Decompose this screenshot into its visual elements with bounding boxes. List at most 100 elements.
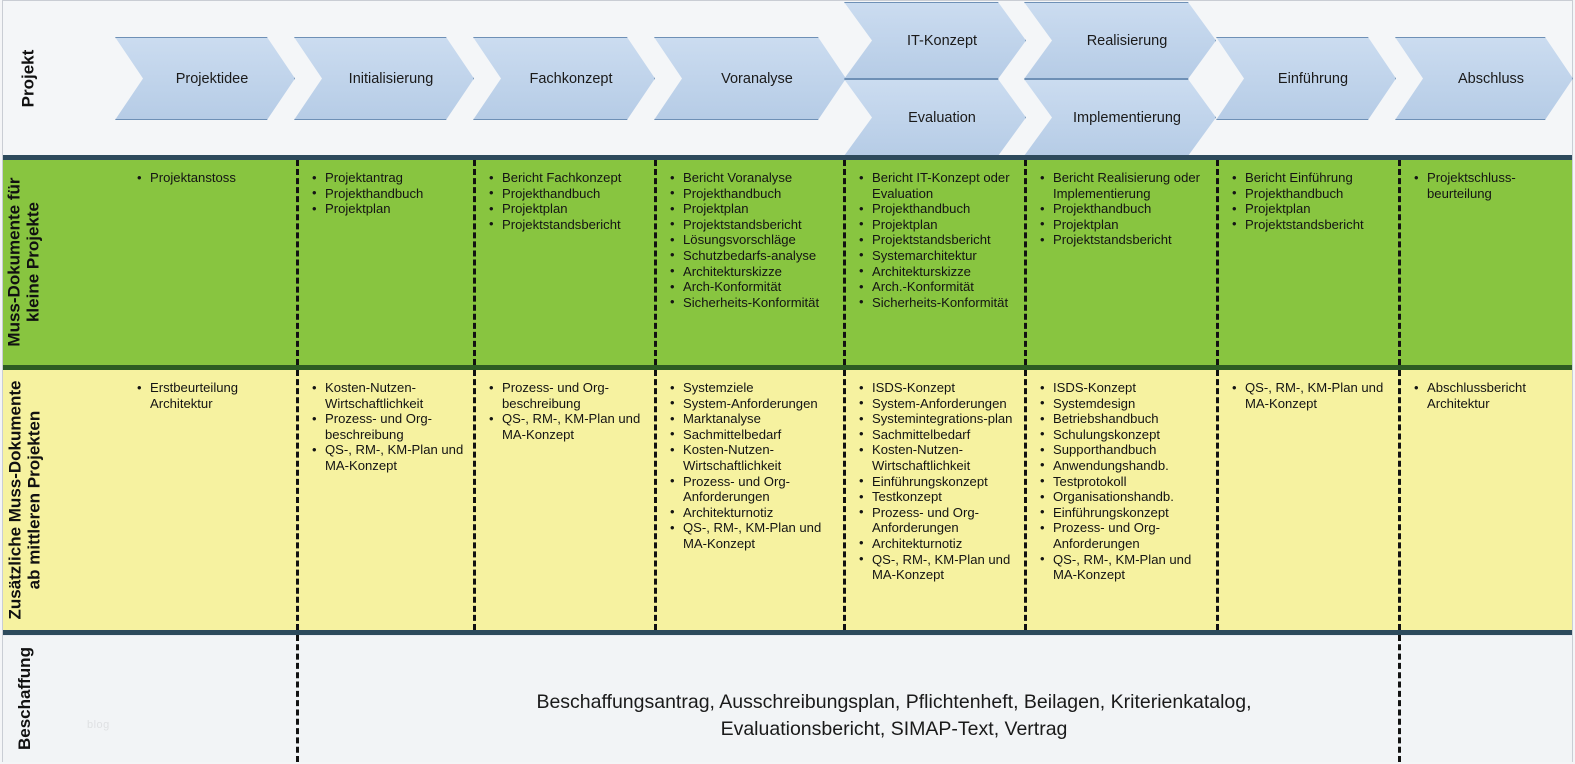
doc-list-item: Systemarchitektur [857, 247, 1018, 264]
column-separator [296, 160, 299, 365]
yellow-col-voranalyse: SystemzieleSystem-AnforderungenMarktanal… [660, 370, 843, 630]
doc-list-item: Bericht Realisierung oder Implementierun… [1038, 169, 1210, 201]
column-separator [654, 370, 657, 630]
doc-list-item: Projektplan [1038, 216, 1210, 233]
beschaffung-row-body: blog Beschaffungsantrag, Ausschreibungsp… [49, 635, 1572, 762]
doc-list: ProjektantragProjekthandbuchProjektplan [310, 170, 467, 217]
green-col-fachkonzept: Bericht FachkonzeptProjekthandbuchProjek… [479, 160, 654, 365]
yellow-col-abschluss: Abschlussbericht Architektur [1404, 370, 1572, 630]
phase-chevron-einfuehrung-label: Einführung [1277, 70, 1349, 87]
doc-list-item: QS-, RM-, KM-Plan und MA-Konzept [310, 442, 467, 473]
phase-chevron-projektidee[interactable]: Projektidee [115, 37, 295, 120]
phase-chevron-fachkonzept[interactable]: Fachkonzept [473, 37, 655, 120]
doc-list: SystemzieleSystem-AnforderungenMarktanal… [668, 380, 837, 552]
doc-list-item: System-Anforderungen [668, 395, 837, 412]
doc-list: Projektanstoss [135, 170, 290, 186]
row-label-muss-klein-line1: Muss-Dokumente für [4, 177, 24, 348]
phase-header-band: Projekt Projektidee Initialisierung Fach… [3, 1, 1572, 155]
green-col-realisierung: Bericht IT-Konzept oder EvaluationProjek… [849, 160, 1024, 365]
column-separator [1024, 370, 1027, 630]
doc-list: Prozess- und Org-beschreibungQS-, RM-, K… [487, 379, 648, 442]
doc-list: Bericht VoranalyseProjekthandbuchProjekt… [668, 170, 837, 310]
doc-list-item: Architekturnotiz [857, 535, 1018, 552]
doc-list-item: Projekthandbuch [857, 201, 1018, 217]
phase-chevron-fachkonzept-label: Fachkonzept [529, 70, 613, 87]
phase-chevron-initialisierung[interactable]: Initialisierung [294, 37, 474, 120]
doc-list-item: Projektplan [668, 201, 837, 217]
phase-chevron-it-konzept[interactable]: IT-Konzept [844, 2, 1026, 79]
doc-list-item: Projekthandbuch [1230, 185, 1392, 202]
doc-list-item: Projektanstoss [135, 170, 290, 186]
doc-list: Bericht Realisierung oder Implementierun… [1038, 169, 1210, 248]
phase-chevron-it-konzept-label: IT-Konzept [906, 32, 978, 49]
doc-list-item: Projekthandbuch [668, 185, 837, 202]
yellow-col-fachkonzept: Prozess- und Org-beschreibungQS-, RM-, K… [479, 370, 654, 630]
phase-chevron-implementierung-label: Implementierung [1073, 109, 1181, 126]
green-col-initialisierung: ProjektantragProjekthandbuchProjektplan [302, 160, 473, 365]
doc-list-item: Supporthandbuch [1038, 442, 1210, 458]
watermark-text: blog [87, 719, 110, 731]
doc-list-item: Projektplan [487, 201, 648, 217]
yellow-col-einfuehrung: QS-, RM-, KM-Plan und MA-Konzept [1222, 370, 1398, 630]
doc-list-item: Sachmittelbedarf [668, 426, 837, 443]
row-label-muss-klein-line2: kleine Projekte [24, 202, 44, 323]
doc-list-item: Testkonzept [857, 489, 1018, 505]
phase-chevron-einfuehrung[interactable]: Einführung [1216, 37, 1396, 120]
doc-list-item: Prozess- und Org-Anforderungen [1038, 520, 1210, 551]
doc-list-item: Anwendungshandb. [1038, 457, 1210, 474]
green-col-it-konzept: Bericht Realisierung oder Implementierun… [1030, 160, 1216, 365]
doc-list-item: Kosten-Nutzen-Wirtschaftlichkeit [668, 442, 837, 473]
phase-chevron-voranalyse[interactable]: Voranalyse [654, 37, 846, 120]
phase-chevron-abschluss[interactable]: Abschluss [1395, 37, 1573, 120]
row-label-beschaffung: Beschaffung [3, 635, 45, 762]
phase-chevron-implementierung[interactable]: Implementierung [1024, 79, 1216, 156]
doc-list-item: Projekthandbuch [310, 185, 467, 202]
column-separator [1398, 635, 1401, 762]
row-label-projekt: Projekt [7, 2, 49, 155]
doc-list-item: Projektplan [857, 216, 1018, 233]
phase-chevron-projektidee-label: Projektidee [175, 70, 249, 87]
yellow-col-initialisierung: Kosten-Nutzen-WirtschaftlichkeitProzess-… [302, 370, 473, 630]
column-separator [843, 160, 846, 365]
phase-chevron-evaluation[interactable]: Evaluation [844, 79, 1026, 156]
column-separator [473, 160, 476, 365]
doc-list-item: Arch.-Konformität [857, 279, 1018, 295]
doc-list-item: Prozess- und Org-Anforderungen [857, 504, 1018, 536]
doc-list-item: Organisationshandb. [1038, 489, 1210, 505]
doc-list-item: Erstbeurteilung Architektur [135, 379, 290, 411]
green-col-voranalyse: Bericht VoranalyseProjekthandbuchProjekt… [660, 160, 843, 365]
doc-list-item: Lösungsvorschläge [668, 232, 837, 248]
row-label-beschaffung-line1: Beschaffung [14, 647, 34, 750]
column-separator [1024, 160, 1027, 365]
column-separator [1216, 370, 1219, 630]
doc-list-item: Schutzbedarfs-analyse [668, 247, 837, 264]
doc-list: Abschlussbericht Architektur [1412, 379, 1566, 411]
yellow-col-projektidee: Erstbeurteilung Architektur [127, 370, 296, 630]
yellow-col-it-konzept: ISDS-KonzeptSystem-AnforderungenSystemin… [849, 370, 1024, 630]
doc-list: Projektschluss-beurteilung [1412, 169, 1566, 201]
doc-list-item: Marktanalyse [668, 411, 837, 427]
doc-list: ISDS-KonzeptSystem-AnforderungenSystemin… [857, 380, 1018, 583]
doc-list-item: Architekturnotiz [668, 504, 837, 521]
doc-list-item: Einführungskonzept [857, 473, 1018, 490]
doc-list-item: Prozess- und Org-beschreibung [487, 379, 648, 411]
doc-list-item: Arch-Konformität [668, 279, 837, 295]
doc-list-item: ISDS-Konzept [857, 380, 1018, 396]
doc-list-item: System-Anforderungen [857, 395, 1018, 412]
doc-list-item: Bericht Einführung [1230, 170, 1392, 186]
phase-chevron-realisierung[interactable]: Realisierung [1024, 2, 1216, 79]
doc-list-item: Sicherheits-Konformität [668, 294, 837, 311]
doc-list-item: QS-, RM-, KM-Plan und MA-Konzept [1038, 551, 1210, 583]
doc-list-item: Prozess- und Org-beschreibung [310, 411, 467, 442]
green-col-projektidee: Projektanstoss [127, 160, 296, 365]
column-separator [1216, 160, 1219, 365]
doc-list-item: Projekthandbuch [487, 185, 648, 202]
doc-list-item: Einführungskonzept [1038, 504, 1210, 521]
column-separator [1398, 160, 1401, 365]
column-separator [654, 160, 657, 365]
row-label-projekt-line1: Projekt [18, 49, 38, 108]
doc-list: Erstbeurteilung Architektur [135, 379, 290, 411]
green-row-body: Projektanstoss ProjektantragProjekthandb… [49, 160, 1572, 365]
beschaffung-line1: Beschaffungsantrag, Ausschreibungsplan, … [536, 691, 1252, 713]
doc-list-item: Architekturskizze [668, 263, 837, 280]
